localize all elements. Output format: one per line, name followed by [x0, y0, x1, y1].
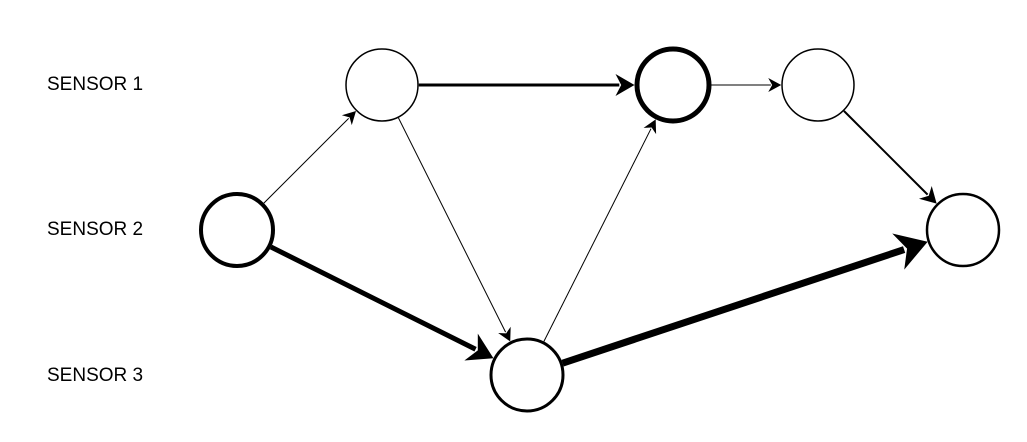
edge-B-A: [263, 117, 350, 204]
node-D: [634, 46, 712, 124]
arrowhead-icon: [615, 74, 635, 96]
row-label-sensor-1: SENSOR 1: [47, 74, 144, 95]
arrowhead-icon: [918, 185, 937, 204]
node-C: [489, 337, 565, 413]
row-label-sensor-2: SENSOR 2: [47, 219, 144, 240]
arrowhead-icon: [498, 326, 511, 342]
arrowhead-icon: [768, 78, 782, 92]
node-E: [781, 48, 855, 122]
edge-A-C: [397, 117, 507, 333]
edge-B-C: [269, 244, 477, 352]
arrowhead-icon: [464, 333, 494, 361]
arrowhead-icon: [341, 110, 357, 126]
edge-C-F: [561, 246, 906, 367]
arrowhead-icon: [643, 119, 657, 135]
edge-C-D: [543, 128, 652, 342]
node-A: [345, 48, 419, 122]
node-F: [925, 192, 1001, 268]
row-label-sensor-3: SENSOR 3: [47, 365, 144, 386]
edge-E-F: [843, 110, 929, 196]
arrowhead-icon: [892, 233, 928, 270]
node-B: [199, 192, 275, 268]
